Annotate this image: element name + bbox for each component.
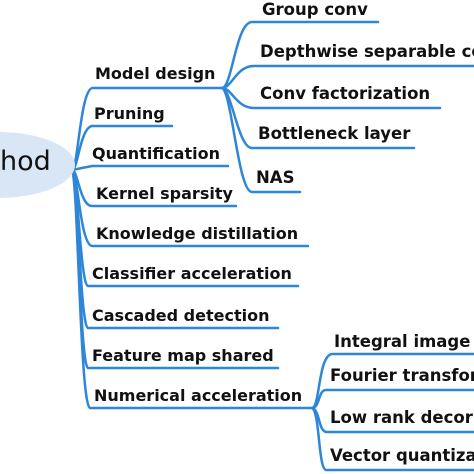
connector-depthwise [220,64,474,90]
branch-kernel-sparsity: Kernel sparsity [96,184,233,203]
branch-feature-map-shared: Feature map shared [92,346,274,365]
connector-nas [220,86,302,194]
sub-nas: NAS [256,168,295,187]
sub-depthwise-separable: Depthwise separable co [260,42,474,61]
connector-fourier [310,388,474,410]
connector-group-conv [220,20,380,90]
branch-quantification: Quantification [92,144,220,163]
branch-classifier-acceleration: Classifier acceleration [92,264,292,283]
sub-vector-quantization: Vector quantiza [330,446,474,465]
branch-pruning: Pruning [94,104,165,123]
connector-numerical-acceleration [70,168,314,410]
sub-integral-image: Integral image [334,332,471,351]
branch-cascaded-detection: Cascaded detection [92,306,270,325]
branch-model-design: Model design [95,64,216,83]
sub-low-rank-decomposition: Low rank decor [330,408,473,427]
branch-knowledge-distillation: Knowledge distillation [96,224,299,243]
connector-quantification [70,164,230,172]
connector-vector-quant [310,406,474,472]
root-label: hod [0,146,51,177]
sub-group-conv: Group conv [262,0,368,19]
branch-numerical-acceleration: Numerical acceleration [94,386,303,405]
sub-bottleneck-layer: Bottleneck layer [258,124,411,143]
sub-fourier-transform: Fourier transfor [330,366,474,385]
sub-conv-factorization: Conv factorization [260,84,431,103]
